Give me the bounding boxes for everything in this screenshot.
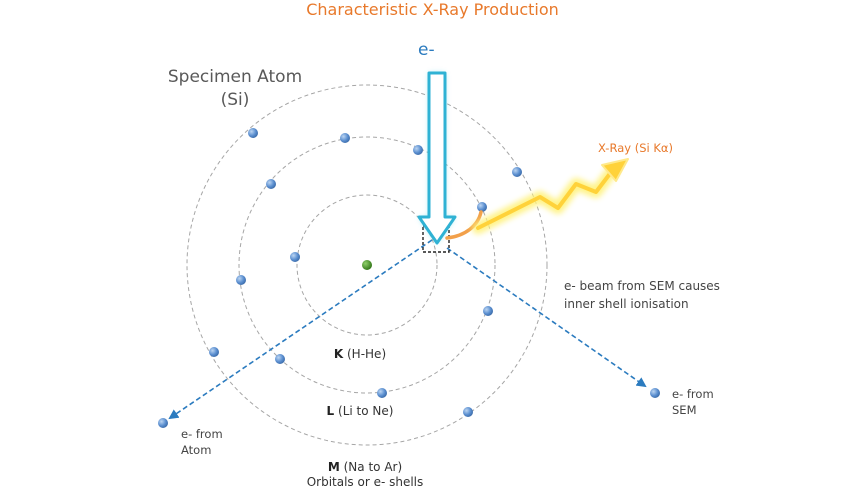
- shell-l-range: (Li to Ne): [338, 404, 394, 418]
- electron: [290, 252, 300, 262]
- electron: [463, 407, 473, 417]
- ionisation-description: e- beam from SEM causes inner shell ioni…: [564, 277, 720, 313]
- shell-l-letter: L: [326, 404, 335, 418]
- electron: [266, 179, 276, 189]
- shell-m-ring: [186, 84, 548, 446]
- incoming-beam-arrow: [417, 71, 457, 245]
- shell-k-range: (H-He): [347, 347, 387, 361]
- shell-m-range: (Na to Ar): [343, 460, 403, 474]
- shells-caption: Orbitals or e- shells: [306, 475, 424, 489]
- scattered-line-2: SEM: [672, 403, 697, 417]
- shell-k-ring: [296, 194, 438, 336]
- diagram-title: Characteristic X-Ray Production: [306, 0, 559, 19]
- electron: [209, 347, 219, 357]
- description-line-2: inner shell ionisation: [564, 297, 689, 311]
- ejected-line-1: e- from: [181, 427, 223, 441]
- electron: [275, 354, 285, 364]
- electron-transition-arrow: [445, 210, 483, 240]
- nucleus: [362, 260, 372, 270]
- scattered-electron-path: [446, 247, 647, 388]
- shell-k-letter: K: [333, 347, 344, 361]
- shell-l-ring: [238, 136, 496, 394]
- shell-m-letter: M: [327, 460, 340, 474]
- electron: [512, 167, 522, 177]
- specimen-atom-label: Specimen Atom (Si): [150, 66, 320, 112]
- scattered-electron-label: e- from SEM: [672, 386, 714, 418]
- electron: [236, 275, 246, 285]
- ejected-electron-path: [168, 239, 433, 420]
- description-line-1: e- beam from SEM causes: [564, 279, 720, 293]
- electron: [483, 306, 493, 316]
- electron: [413, 145, 423, 155]
- specimen-line-2: (Si): [220, 90, 250, 110]
- electron-scattered-sem: [650, 388, 660, 398]
- electron: [340, 133, 350, 143]
- specimen-line-1: Specimen Atom: [167, 67, 303, 87]
- electron: [377, 388, 387, 398]
- ejected-line-2: Atom: [181, 443, 212, 457]
- shell-k-label: K (H-He): [300, 347, 420, 361]
- ejected-electron-label: e- from Atom: [181, 426, 223, 458]
- xray-emission-arrow: [472, 158, 629, 234]
- shell-l-label: L (Li to Ne): [300, 404, 420, 418]
- incoming-electron-label: e-: [418, 40, 435, 60]
- electron: [477, 202, 487, 212]
- electron-ejected-atom: [158, 418, 168, 428]
- xray-label: X-Ray (Si Kα): [598, 141, 673, 155]
- scattered-line-1: e- from: [672, 387, 714, 401]
- electron: [248, 128, 258, 138]
